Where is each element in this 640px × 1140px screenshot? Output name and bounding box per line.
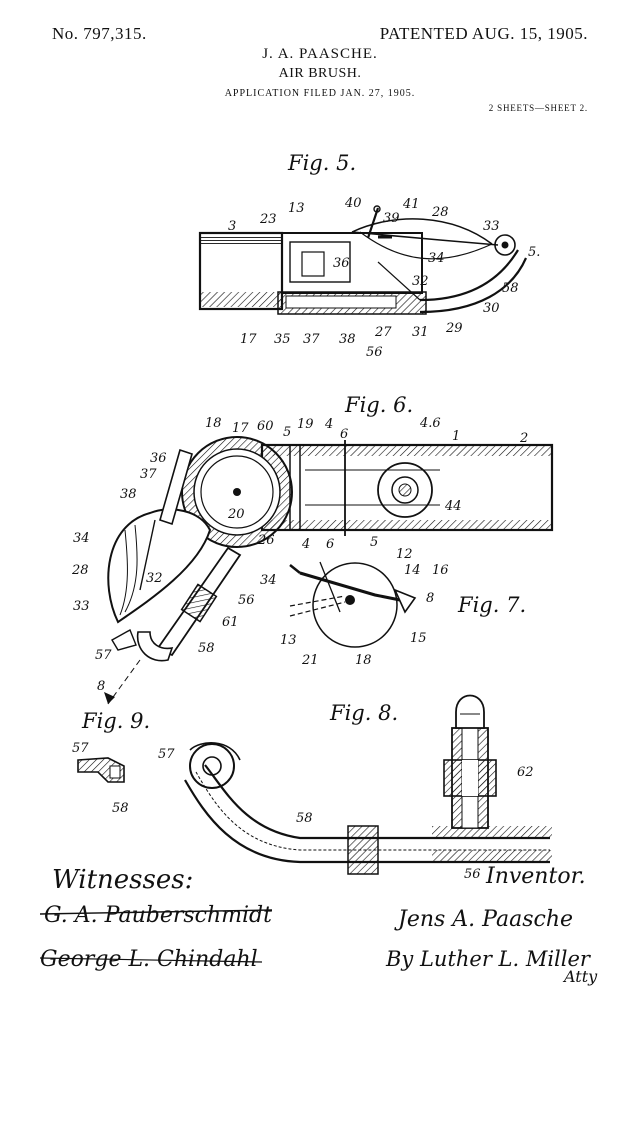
ref-fig7-34: 34 (260, 573, 277, 588)
ref-fig7-21: 21 (301, 653, 319, 668)
figure-7: Fig. 7. (289, 561, 526, 648)
ref-fig7-15: 15 (410, 631, 427, 646)
ref-fig5-5: 5. (528, 245, 540, 260)
ref-fig6-20: 20 (227, 507, 245, 522)
ref-fig6-58: 58 (198, 641, 215, 656)
ref-fig5-34: 34 (428, 251, 445, 266)
ref-fig5-35: 35 (274, 332, 291, 347)
ref-fig5-41: 41 (402, 197, 420, 212)
figure-9: Fig. 9. (77, 709, 150, 783)
ref-fig6-28: 28 (71, 563, 89, 578)
fig6-body (104, 436, 554, 705)
ref-fig5-23: 23 (259, 212, 277, 227)
patented-date: PATENTED AUG. 15, 1905. (379, 24, 588, 43)
ref-fig6-5b: 5 (370, 535, 378, 550)
ref-fig5-13: 13 (288, 201, 305, 216)
inventor-name-header: J. A. PAASCHE. (262, 46, 378, 62)
fig9-label: Fig. 9. (81, 709, 150, 733)
reference-numerals: 3 23 13 40 41 39 28 33 5. 34 36 32 58 30… (71, 196, 540, 882)
ref-fig8-58: 58 (296, 811, 313, 826)
fig5-barrel (198, 205, 528, 315)
ref-fig6-61: 61 (222, 615, 239, 630)
ref-fig5-27: 27 (374, 325, 392, 340)
ref-fig5-36: 36 (333, 256, 350, 271)
ref-fig6-19: 19 (297, 417, 314, 432)
fig5-label: Fig. 5. (287, 151, 356, 175)
application-filed: APPLICATION FILED JAN. 27, 1905. (224, 88, 416, 99)
ref-fig6-17: 17 (232, 421, 249, 436)
ref-fig6-32: 32 (146, 571, 163, 586)
figure-5: Fig. 5. (198, 151, 528, 315)
ref-fig7-8: 8 (426, 591, 434, 606)
ref-fig8-62: 62 (517, 765, 534, 780)
ref-fig6-60: 60 (257, 419, 274, 434)
ref-fig5-58: 58 (502, 281, 519, 296)
ref-fig6-6b: 6 (326, 537, 334, 552)
ref-fig7-14: 14 (404, 563, 421, 578)
ref-fig6-8: 8 (97, 679, 105, 694)
ref-fig6-37: 37 (140, 467, 157, 482)
ref-fig6-6: 6 (340, 427, 348, 442)
ref-fig8-56: 56 (464, 867, 481, 882)
fig8-label: Fig. 8. (329, 701, 398, 725)
ref-fig6-34: 34 (73, 531, 90, 546)
ref-fig6-4: 4 (324, 417, 333, 432)
figure-6: Fig. 6. (104, 393, 554, 705)
fig7-label: Fig. 7. (457, 593, 526, 617)
ref-fig6-2: 2 (519, 431, 528, 446)
ref-fig6-33: 33 (73, 599, 90, 614)
fig8-tube (184, 694, 552, 875)
ref-fig7-18: 18 (355, 653, 372, 668)
fig6-label: Fig. 6. (344, 393, 413, 417)
ref-fig5-29: 29 (445, 321, 463, 336)
ref-fig6-38: 38 (120, 487, 137, 502)
invention-title: AIR BRUSH. (278, 66, 362, 81)
sheet-count: 2 SHEETS—SHEET 2. (488, 103, 588, 113)
ref-fig6-26: 26 (257, 533, 275, 548)
ref-fig9-58: 58 (112, 801, 129, 816)
ref-fig5-3: 3 (228, 219, 236, 234)
ref-fig7-16: 16 (432, 563, 449, 578)
ref-fig6-4b: 4 (301, 537, 310, 552)
inventor-label: Inventor. (485, 864, 586, 889)
ref-fig6-1: 1 (452, 429, 460, 444)
ref-fig5-37: 37 (303, 332, 320, 347)
ref-fig5-32: 32 (412, 274, 429, 289)
ref-fig5-40: 40 (344, 196, 362, 211)
ref-fig5-38: 38 (339, 332, 356, 347)
witness-1-signature: G. A. Pauberschmidt (44, 903, 272, 928)
ref-fig6-36: 36 (150, 451, 167, 466)
patent-number: No. 797,315. (52, 24, 147, 43)
ref-fig6-18: 18 (205, 416, 222, 431)
ref-fig6-5: 5 (283, 425, 291, 440)
ref-fig5-56: 56 (366, 345, 383, 360)
ref-fig6-56: 56 (238, 593, 255, 608)
ref-fig6-44: 44 (444, 499, 462, 514)
ref-fig5-28: 28 (431, 205, 449, 220)
witnesses-label: Witnesses: (52, 865, 193, 895)
ref-fig7-12: 12 (396, 547, 413, 562)
ref-fig6-46: 4.6 (419, 416, 441, 431)
inventor-signature: Jens A. Paasche (394, 907, 573, 932)
attorney-signature: By Luther L. Miller (385, 947, 592, 971)
ref-fig5-33: 33 (483, 219, 500, 234)
attorney-suffix: Atty (562, 967, 598, 986)
ref-fig7-13: 13 (280, 633, 297, 648)
ref-fig8-57: 57 (158, 747, 175, 762)
ref-fig5-39: 39 (383, 211, 400, 226)
ref-fig5-31: 31 (412, 325, 429, 340)
ref-fig5-30: 30 (483, 301, 500, 316)
figure-8: Fig. 8. (184, 694, 552, 875)
fig7-valve (289, 561, 417, 648)
ref-fig9-57: 57 (72, 741, 89, 756)
signature-block: Witnesses: Inventor. G. A. Pauberschmidt… (39, 864, 598, 986)
ref-fig5-17: 17 (240, 332, 257, 347)
ref-fig6-57: 57 (95, 648, 112, 663)
